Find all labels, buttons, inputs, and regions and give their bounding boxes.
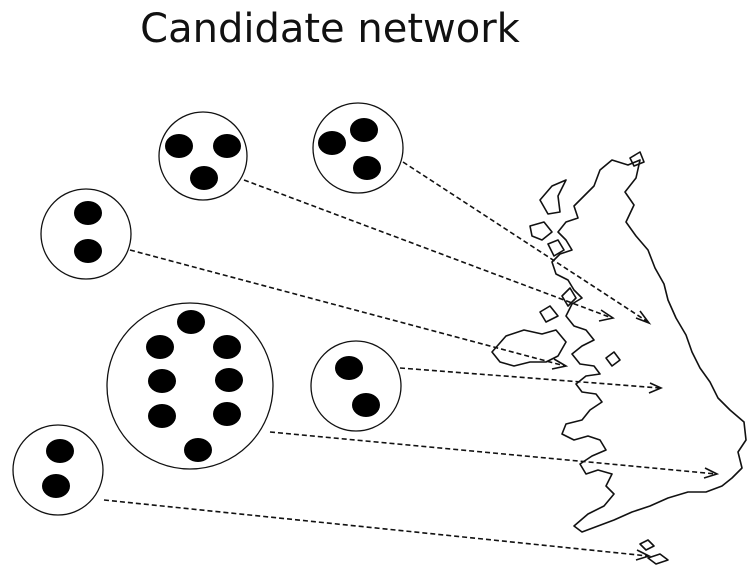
node [146,335,174,359]
mainland-coastline [551,159,747,533]
node-group-c [40,188,132,280]
node-group-f [12,424,104,516]
arrow-group-b [402,161,652,325]
island-mull [529,221,553,241]
arrow-group-d [269,431,720,479]
node [148,369,176,393]
node-group-d [106,302,274,470]
island-anglesey [605,351,621,367]
arrow-group-e [399,367,664,394]
node [148,404,176,428]
node [190,166,218,190]
arrows [103,161,720,561]
node [165,134,193,158]
node [352,393,380,417]
node [177,310,205,334]
node [335,356,363,380]
island-wight [647,553,669,565]
diagram-title: Candidate network [140,6,520,52]
node-group-b [312,102,404,194]
island-arran [561,287,577,307]
node [318,131,346,155]
island-islay [547,239,565,257]
group-f-circle [12,424,104,516]
island-man [539,305,559,323]
group-e-circle [310,340,402,432]
ireland-fragment [491,329,567,367]
node [213,335,241,359]
node-group-e [310,340,402,432]
node [42,474,70,498]
island-scilly [639,539,655,551]
node [184,438,212,462]
node [46,439,74,463]
group-a-circle [158,111,248,201]
island-skye [539,179,567,215]
group-c-circle [40,188,132,280]
arrow-group-c [129,249,569,370]
node [353,156,381,180]
node [213,134,241,158]
arrow-group-f [103,499,652,561]
node-group-a [158,111,248,201]
node [215,368,243,392]
arrow-group-a [243,179,616,322]
great-britain-map [491,151,747,565]
node [213,402,241,426]
node [74,239,102,263]
island-orkney [629,151,645,167]
node [74,201,102,225]
node [350,118,378,142]
